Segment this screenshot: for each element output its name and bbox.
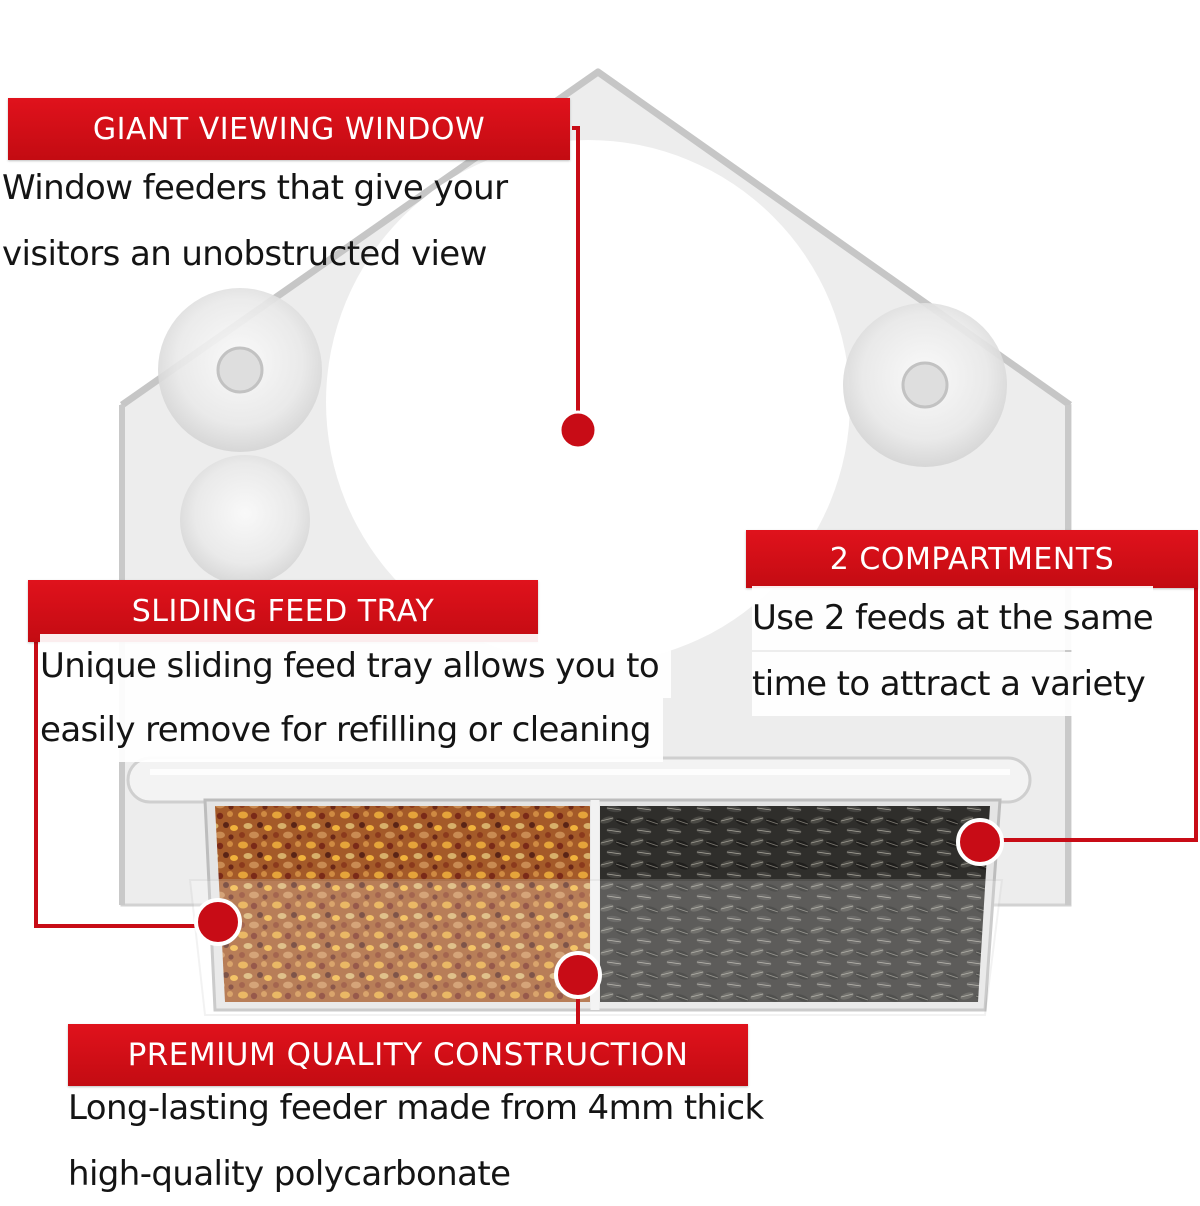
premium-quality-text-line-2: high-quality polycarbonate: [68, 1154, 511, 1194]
callout-dot-premium: [554, 951, 602, 999]
banner-premium-quality-construction: PREMIUM QUALITY CONSTRUCTION: [68, 1024, 748, 1086]
two-compartments-text-line-2: time to attract a variety: [752, 652, 1146, 716]
banner-sliding-feed-tray: SLIDING FEED TRAY: [28, 580, 538, 642]
callout-line-giant-window: [572, 126, 580, 430]
callout-line-two-compartments: [982, 560, 1198, 842]
perch-rod: [126, 756, 1032, 804]
premium-quality-text-line-1: Long-lasting feeder made from 4mm thick: [68, 1088, 764, 1128]
banner-giant-viewing-window: GIANT VIEWING WINDOW: [8, 98, 570, 160]
giant-viewing-window-text-line-2: visitors an unobstructed view: [2, 234, 487, 274]
suction-cup-left-bottom-icon: [180, 455, 310, 585]
suction-cup-right-top-icon: [843, 303, 1007, 467]
sliding-feed-tray-text-line-2: easily remove for refilling or cleaning: [40, 698, 663, 762]
callout-dot-sliding-tray: [194, 898, 242, 946]
suction-cup-left-top-icon: [158, 288, 322, 452]
tray-front-lip: [188, 879, 1004, 1016]
viewing-window-opening: [326, 140, 850, 664]
callout-dot-two-compartments: [956, 818, 1004, 866]
two-compartments-text-line-1: Use 2 feeds at the same: [752, 586, 1154, 650]
sunflower-seed-compartment: [600, 806, 990, 1002]
banner-two-compartments: 2 COMPARTMENTS: [746, 530, 1198, 588]
callout-dot-giant-window: [558, 410, 598, 450]
sliding-feed-tray-text-line-1: Unique sliding feed tray allows you to: [40, 634, 672, 698]
giant-viewing-window-text-line-1: Window feeders that give your: [2, 168, 508, 208]
acrylic-roof-edge: [119, 68, 1073, 408]
callout-line-sliding-tray: [34, 640, 218, 928]
mixed-seed-compartment: [215, 806, 590, 1002]
